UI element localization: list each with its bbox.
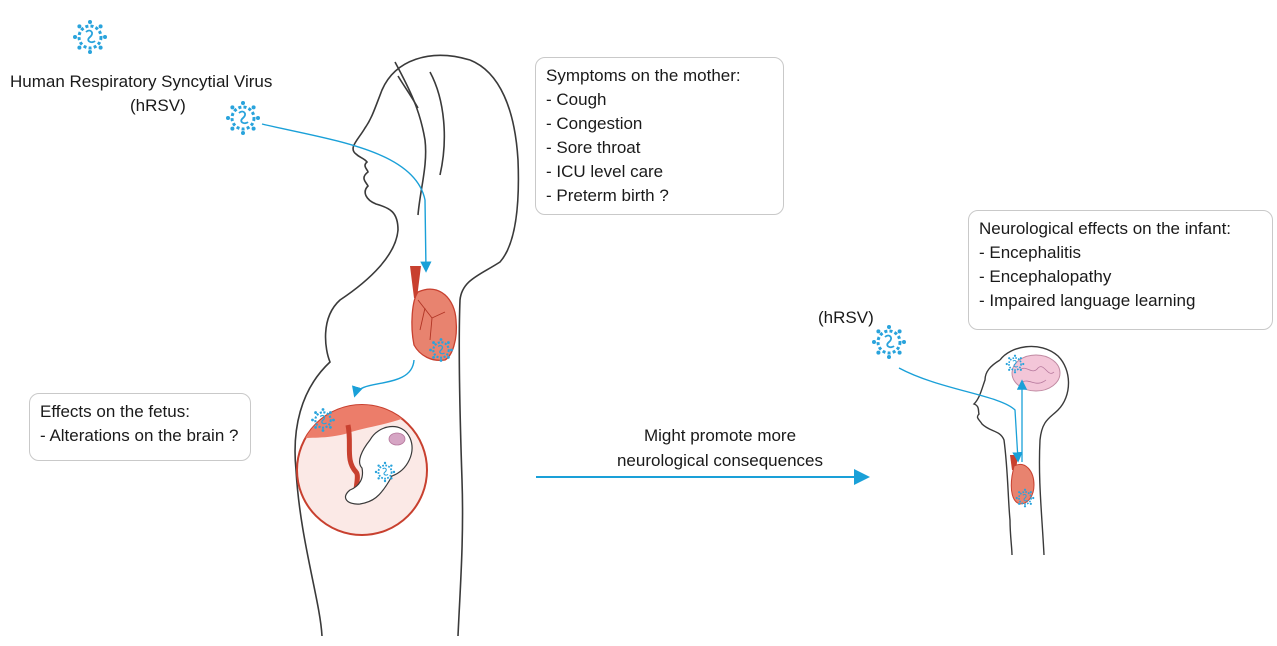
infant-effect-item: - Encephalopathy (979, 265, 1262, 289)
infant-effect-item: - Encephalitis (979, 241, 1262, 265)
virus-abbrev-label: (hRSV) (130, 94, 186, 118)
mother-symptoms-title: Symptoms on the mother: (546, 64, 773, 88)
infant-effects-title: Neurological effects on the infant: (979, 217, 1262, 241)
symptom-item: - Preterm birth ? (546, 184, 773, 208)
infection-path (262, 124, 426, 270)
brain-icon (389, 433, 405, 445)
symptom-item: - Sore throat (546, 136, 773, 160)
consequence-arrow-label: Might promote more neurological conseque… (590, 423, 850, 473)
infant-effect-item: - Impaired language learning (979, 289, 1262, 313)
placental-path (355, 360, 414, 395)
virus-icon (226, 101, 260, 135)
fetus-effects-title: Effects on the fetus: (40, 400, 240, 424)
mother-silhouette (295, 55, 518, 636)
infant-effects-box: Neurological effects on the infant: - En… (968, 210, 1273, 330)
virus-icon (73, 20, 107, 54)
infant-virus-label: (hRSV) (818, 306, 874, 330)
fetus-effect-item: - Alterations on the brain ? (40, 424, 240, 448)
symptom-item: - ICU level care (546, 160, 773, 184)
symptom-item: - Cough (546, 88, 773, 112)
arrow-label-line2: neurological consequences (590, 448, 850, 473)
virus-name-label: Human Respiratory Syncytial Virus (10, 70, 272, 94)
fetus-effects-box: Effects on the fetus: - Alterations on t… (29, 393, 251, 461)
symptom-item: - Congestion (546, 112, 773, 136)
virus-icon (872, 325, 906, 359)
womb-fetus-icon (296, 402, 430, 535)
arrow-label-line1: Might promote more (590, 423, 850, 448)
mother-symptoms-box: Symptoms on the mother: - Cough - Conges… (535, 57, 784, 215)
